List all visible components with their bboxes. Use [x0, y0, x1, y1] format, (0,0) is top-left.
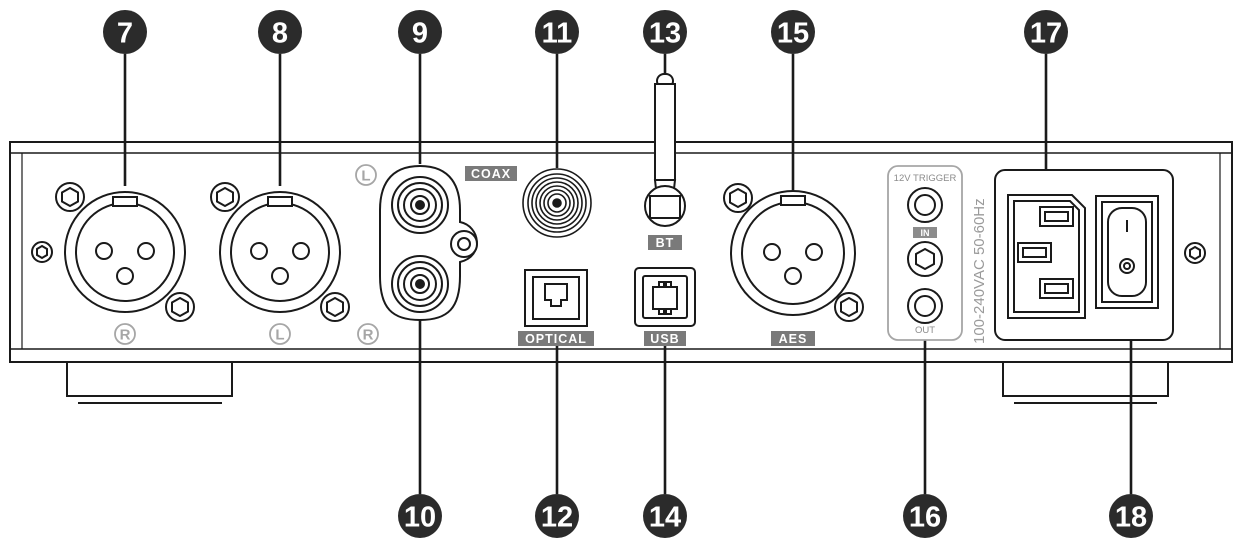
optical-input[interactable]	[524, 269, 588, 327]
trigger-out-label: OUT	[915, 325, 935, 336]
aes-input[interactable]	[723, 183, 864, 322]
svg-text:12: 12	[541, 502, 573, 534]
rca-l-label: L	[361, 168, 370, 185]
foot-right	[1002, 361, 1169, 404]
callout-14: 14	[643, 494, 687, 538]
usb-label: USB	[644, 331, 686, 346]
marker-left-8: L	[269, 323, 291, 345]
svg-text:13: 13	[649, 18, 681, 50]
svg-text:USB: USB	[650, 332, 679, 346]
screw-icon	[55, 182, 195, 322]
svg-text:AES: AES	[779, 332, 808, 346]
side-screw-right	[1184, 242, 1206, 264]
screw-icon	[210, 182, 350, 322]
channel-r-label: R	[120, 327, 131, 344]
coax-input[interactable]	[522, 168, 592, 238]
callout-17: 17	[1024, 10, 1068, 54]
rca-output-right[interactable]	[391, 255, 449, 313]
usb-input[interactable]	[634, 267, 696, 327]
svg-text:BT: BT	[656, 236, 675, 250]
bluetooth-antenna[interactable]	[644, 73, 686, 227]
marker-left-rca: L	[355, 164, 377, 186]
callout-11: 11	[535, 10, 579, 54]
callout-7: 7	[103, 10, 147, 54]
trigger-mid-jack[interactable]	[907, 241, 943, 277]
xlr-input-right[interactable]	[55, 182, 195, 322]
marker-right-7: R	[114, 323, 136, 345]
callout-9: 9	[398, 10, 442, 54]
channel-l-label: L	[275, 327, 284, 344]
callout-12: 12	[535, 494, 579, 538]
svg-text:15: 15	[777, 18, 809, 50]
callout-15: 15	[771, 10, 815, 54]
foot-left	[66, 361, 233, 404]
callout-10: 10	[398, 494, 442, 538]
power-rating-label: 100-240VAC 50-60Hz	[971, 198, 988, 344]
xlr-input-left[interactable]	[210, 182, 350, 322]
callout-8: 8	[258, 10, 302, 54]
bt-label: BT	[648, 235, 682, 250]
rca-output-left[interactable]	[391, 176, 449, 234]
svg-text:17: 17	[1030, 18, 1062, 50]
trigger-in-label: IN	[921, 228, 930, 238]
svg-text:9: 9	[412, 18, 428, 50]
trigger-in-jack[interactable]	[907, 187, 943, 223]
svg-text:8: 8	[272, 18, 288, 50]
svg-text:18: 18	[1115, 502, 1147, 534]
screw-icon	[723, 183, 864, 322]
callout-18: 18	[1109, 494, 1153, 538]
svg-text:10: 10	[404, 502, 436, 534]
side-screw-left	[31, 241, 53, 263]
power-switch[interactable]	[1095, 195, 1159, 309]
trigger-out-jack[interactable]	[907, 288, 943, 324]
svg-text:11: 11	[542, 18, 573, 50]
svg-text:16: 16	[909, 502, 941, 534]
coax-label: COAX	[465, 166, 517, 181]
aes-label: AES	[771, 331, 815, 346]
svg-text:OPTICAL: OPTICAL	[525, 332, 587, 346]
svg-text:7: 7	[117, 18, 133, 50]
callout-13: 13	[643, 10, 687, 54]
trigger-title: 12V TRIGGER	[894, 173, 957, 184]
callout-16: 16	[903, 494, 947, 538]
iec-power-inlet[interactable]	[1007, 194, 1086, 319]
svg-text:COAX: COAX	[471, 167, 511, 181]
rca-r-label: R	[363, 327, 374, 344]
optical-label: OPTICAL	[518, 331, 594, 346]
svg-text:14: 14	[649, 502, 681, 534]
marker-right-rca: R	[357, 323, 379, 345]
